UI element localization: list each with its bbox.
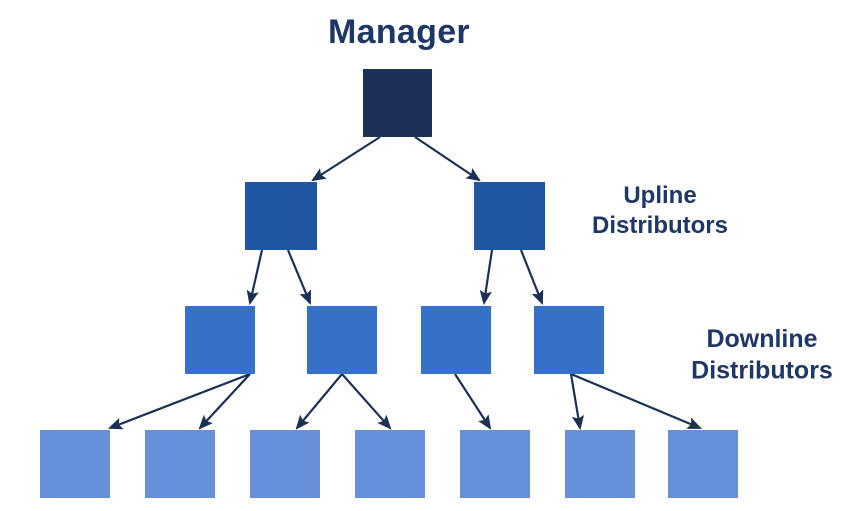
node-box-d3[interactable] [421, 306, 491, 374]
side-label-downline-line-1: Distributors [691, 356, 833, 384]
edges-layer [107, 136, 703, 431]
node-box-m1[interactable] [363, 69, 432, 137]
node-box-b7[interactable] [668, 430, 738, 498]
node-box-b3[interactable] [250, 430, 320, 498]
node-box-b5[interactable] [460, 430, 530, 498]
side-label-upline-line-1: Distributors [592, 212, 728, 239]
arrow-m1-to-u2 [414, 136, 481, 182]
arrow-d4-to-b6 [569, 373, 585, 431]
node-box-d2[interactable] [307, 306, 377, 374]
arrow-d1-to-b1 [107, 372, 251, 430]
arrow-u1-to-d2 [286, 249, 312, 306]
node-box-b6[interactable] [565, 430, 635, 498]
node-box-b4[interactable] [355, 430, 425, 498]
arrow-u1-to-d1 [246, 249, 264, 306]
arrow-d1-to-b2 [198, 373, 251, 430]
nodes-layer [40, 69, 738, 498]
side-label-downline-line-0: Downline [706, 325, 817, 353]
arrow-u2-to-d4 [519, 249, 544, 306]
arrow-d2-to-b3 [295, 373, 343, 430]
arrow-d3-to-b5 [454, 373, 492, 430]
node-box-u1[interactable] [245, 182, 317, 250]
node-box-u2[interactable] [474, 182, 545, 250]
arrow-u2-to-d3 [479, 249, 494, 306]
arrow-d4-to-b7 [570, 372, 703, 430]
node-box-b1[interactable] [40, 430, 110, 498]
arrow-d2-to-b4 [341, 373, 392, 430]
node-box-d4[interactable] [534, 306, 604, 374]
side-label-upline-line-0: Upline [623, 182, 696, 209]
node-box-b2[interactable] [145, 430, 215, 498]
node-box-d1[interactable] [185, 306, 255, 374]
page-title: Manager [328, 13, 470, 51]
arrow-m1-to-u1 [311, 136, 381, 182]
